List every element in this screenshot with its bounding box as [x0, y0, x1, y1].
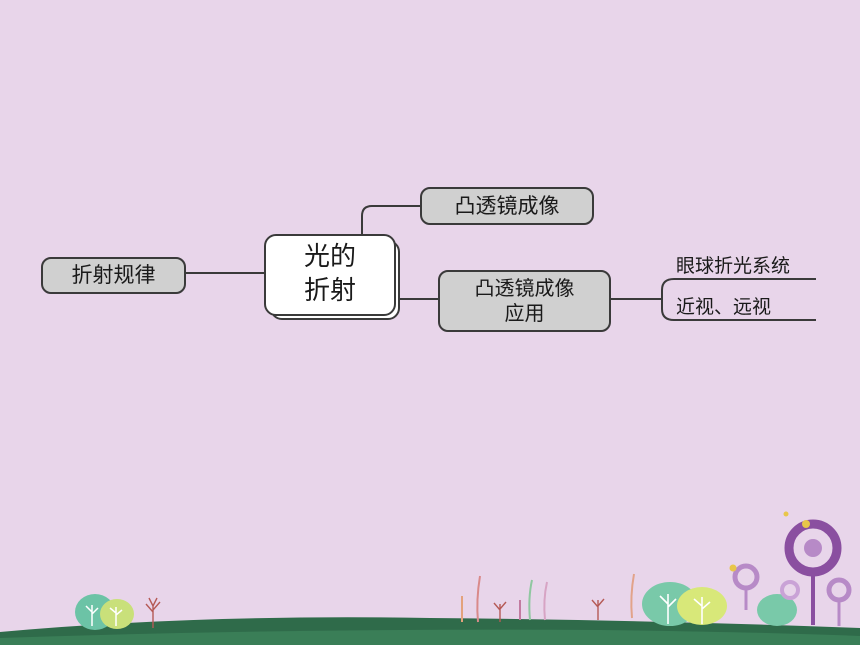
small-tree-left	[145, 597, 161, 628]
connector-leaf-2	[661, 299, 816, 321]
center-node: 光的 折射	[264, 234, 396, 316]
leaf-myopia-hyperopia: 近视、远视	[676, 296, 772, 318]
connector-top	[361, 205, 420, 234]
grass-decor	[461, 573, 635, 623]
leaf-eye-optical-system: 眼球折光系统	[676, 255, 791, 277]
connector-leaf-1	[661, 278, 816, 299]
bush-cluster-left	[75, 594, 134, 630]
purple-circle-decor	[729, 511, 852, 626]
small-tree-middle	[493, 598, 605, 622]
bush-cluster-right	[642, 582, 797, 626]
node-refraction-law: 折射规律	[41, 257, 186, 294]
node-convex-lens-application: 凸透镜成像 应用	[438, 270, 611, 332]
node-convex-lens-imaging: 凸透镜成像	[420, 187, 594, 225]
